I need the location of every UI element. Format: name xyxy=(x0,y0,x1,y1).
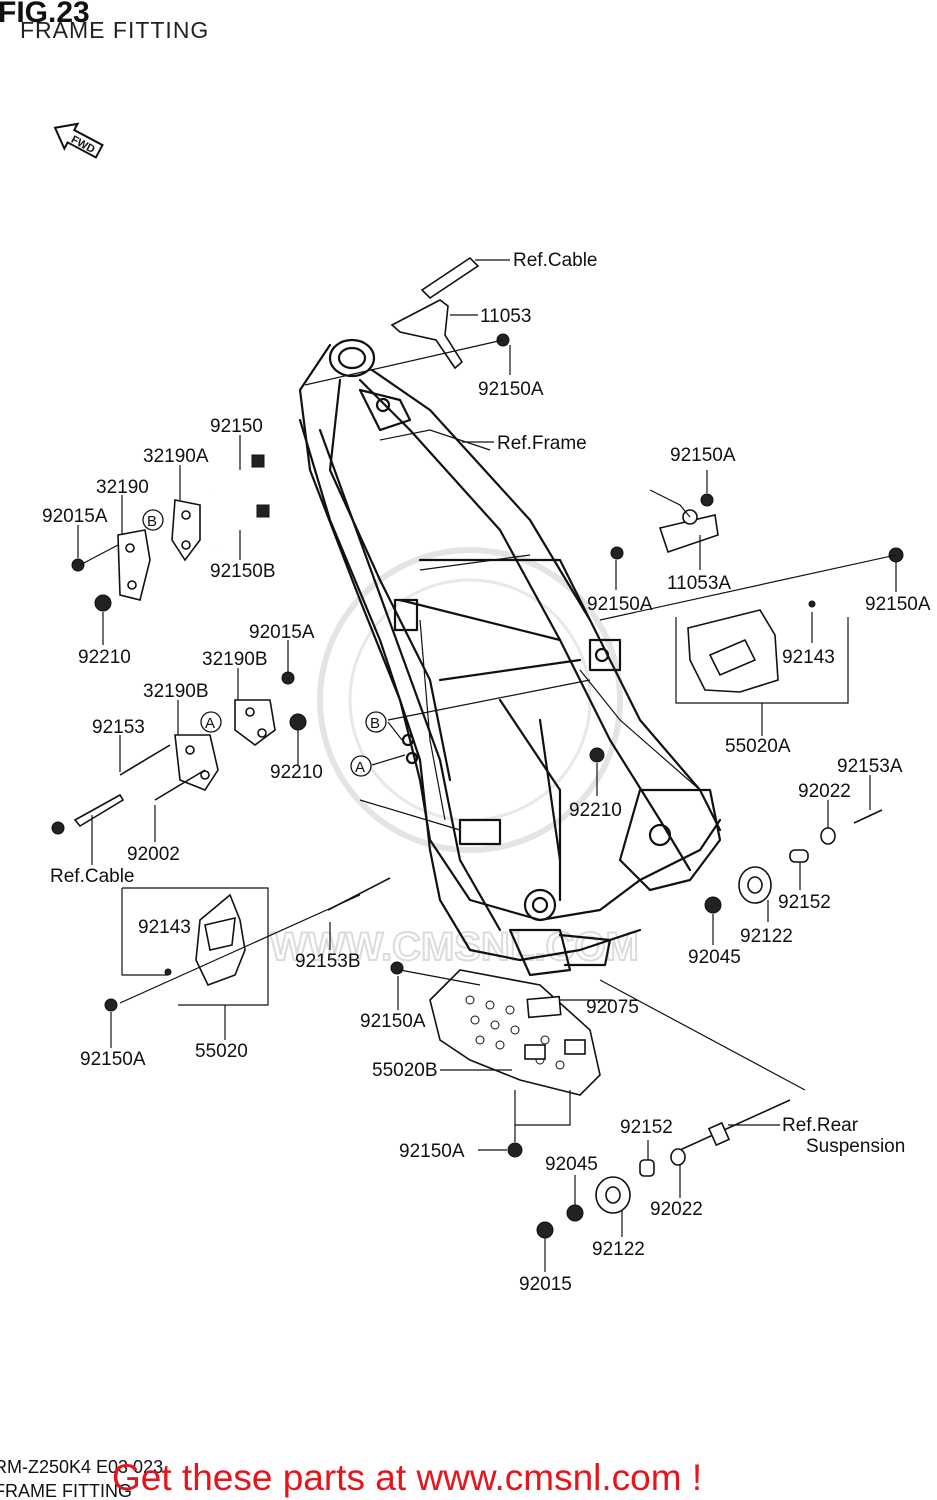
bolt-head-icon xyxy=(104,998,118,1012)
part-label: 92002 xyxy=(127,844,180,865)
bearing-icon xyxy=(738,866,772,904)
ref-cable-left: Ref.Cable xyxy=(50,866,135,887)
part-label: 92210 xyxy=(78,647,131,668)
part-label: 92150A xyxy=(587,594,653,615)
svg-text:B: B xyxy=(147,513,157,530)
bolt-head-icon xyxy=(390,961,404,975)
watermark-logo: WWW.CMSNL.COM xyxy=(269,547,640,970)
model-code: RM-Z250K4 E03 023 xyxy=(0,1457,163,1477)
guard-55020 xyxy=(195,893,246,987)
collar-icon xyxy=(164,968,172,976)
part-label: 92152 xyxy=(778,892,831,913)
marker-b-left: B xyxy=(142,509,164,531)
part-label: 32190B xyxy=(202,649,268,670)
seal-icon xyxy=(704,896,722,914)
guard-55020A xyxy=(687,609,779,693)
watermark-text: WWW.CMSNL.COM xyxy=(270,925,639,969)
bearing-icon xyxy=(595,1176,631,1214)
page-title: FRAME FITTING xyxy=(20,17,209,43)
part-label: 92143 xyxy=(782,647,835,668)
ref-frame: Ref.Frame xyxy=(497,433,587,454)
seal-icon xyxy=(566,1204,584,1222)
bolt-long-upper xyxy=(209,454,265,497)
part-label: 92153 xyxy=(92,717,145,738)
part-label: 92150A xyxy=(399,1141,465,1162)
fwd-label: FWD xyxy=(69,134,97,156)
part-label: 32190B xyxy=(143,681,209,702)
forward-arrow-icon: FWD xyxy=(53,122,104,159)
part-label: 32190A xyxy=(143,446,209,467)
engine-bracket-lower xyxy=(174,699,276,791)
part-label: 92150B xyxy=(210,561,276,582)
ref-rear-suspension-2: Suspension xyxy=(806,1136,905,1157)
nut-icon xyxy=(94,594,112,612)
part-label: 92150A xyxy=(670,445,736,466)
promo-link[interactable]: Get these parts at www.cmsnl.com ! xyxy=(112,1457,702,1498)
part-label: 92122 xyxy=(740,926,793,947)
part-label: 32190 xyxy=(96,477,149,498)
nut-icon xyxy=(289,713,307,731)
part-label: 11053A xyxy=(667,573,731,594)
bolt-long-lower xyxy=(215,504,270,547)
part-label: 92150A xyxy=(865,594,931,615)
part-label: 92022 xyxy=(650,1199,703,1220)
washer-icon xyxy=(820,827,836,845)
nut-icon xyxy=(589,747,605,763)
svg-text:A: A xyxy=(355,759,365,776)
marker-b-frame: B xyxy=(365,711,387,733)
skid-plate xyxy=(429,969,601,1096)
collar-icon xyxy=(789,849,809,863)
marker-a-left: A xyxy=(200,711,222,733)
frame-drawing xyxy=(298,338,722,977)
part-label: 55020B xyxy=(372,1060,438,1081)
bolt-flange xyxy=(154,769,206,801)
part-label: 92015A xyxy=(42,506,108,527)
bracket-11053A xyxy=(610,493,719,560)
collar-icon xyxy=(808,600,816,608)
svg-text:B: B xyxy=(370,715,380,732)
part-label: 92150A xyxy=(478,379,544,400)
svg-text:A: A xyxy=(205,715,215,732)
part-label: 92153A xyxy=(837,756,903,777)
leader-lines xyxy=(77,259,897,1272)
part-label: 55020A xyxy=(725,736,791,757)
part-label: 92150A xyxy=(360,1011,426,1032)
part-label: 11053 xyxy=(480,306,531,327)
part-label: 92153B xyxy=(295,951,361,972)
bolt-92153A xyxy=(853,809,883,824)
part-label: 92210 xyxy=(569,800,622,821)
bolt-head-icon xyxy=(51,821,65,835)
part-label: 92210 xyxy=(270,762,323,783)
nut-icon xyxy=(536,1221,554,1239)
nut-icon xyxy=(281,671,295,685)
ref-cable-top: Ref.Cable xyxy=(513,250,598,271)
pad-92075 xyxy=(526,995,562,1019)
bolt-head-icon xyxy=(507,1142,523,1158)
part-label: 92015A xyxy=(249,622,315,643)
figure-number: FIG.23 xyxy=(0,0,90,29)
part-label: 92150A xyxy=(80,1049,146,1070)
part-label: 92150 xyxy=(210,416,263,437)
part-label: 92045 xyxy=(545,1154,598,1175)
part-label: 92143 xyxy=(138,917,191,938)
marker-a-frame: A xyxy=(350,755,372,777)
ref-rear-suspension: Ref.Rear xyxy=(782,1115,859,1136)
part-labels: 11053 92150A 92150 32190A 32190 92015A 9… xyxy=(42,306,931,1295)
cable-clip-part xyxy=(73,793,125,828)
collar-icon xyxy=(639,1159,655,1177)
nut-icon xyxy=(71,558,85,572)
washer-icon xyxy=(670,1148,686,1166)
part-label: 92015 xyxy=(519,1274,572,1295)
part-label: 55020 xyxy=(195,1041,248,1062)
bolt-short xyxy=(119,744,171,776)
part-label: 92075 xyxy=(586,997,639,1018)
part-label: 92022 xyxy=(798,781,851,802)
part-label: 92122 xyxy=(592,1239,645,1260)
part-label: 92045 xyxy=(688,947,741,968)
part-label: 92152 xyxy=(620,1117,673,1138)
footer-title: FRAME FITTING xyxy=(0,1481,132,1500)
engine-bracket-upper xyxy=(117,499,201,601)
